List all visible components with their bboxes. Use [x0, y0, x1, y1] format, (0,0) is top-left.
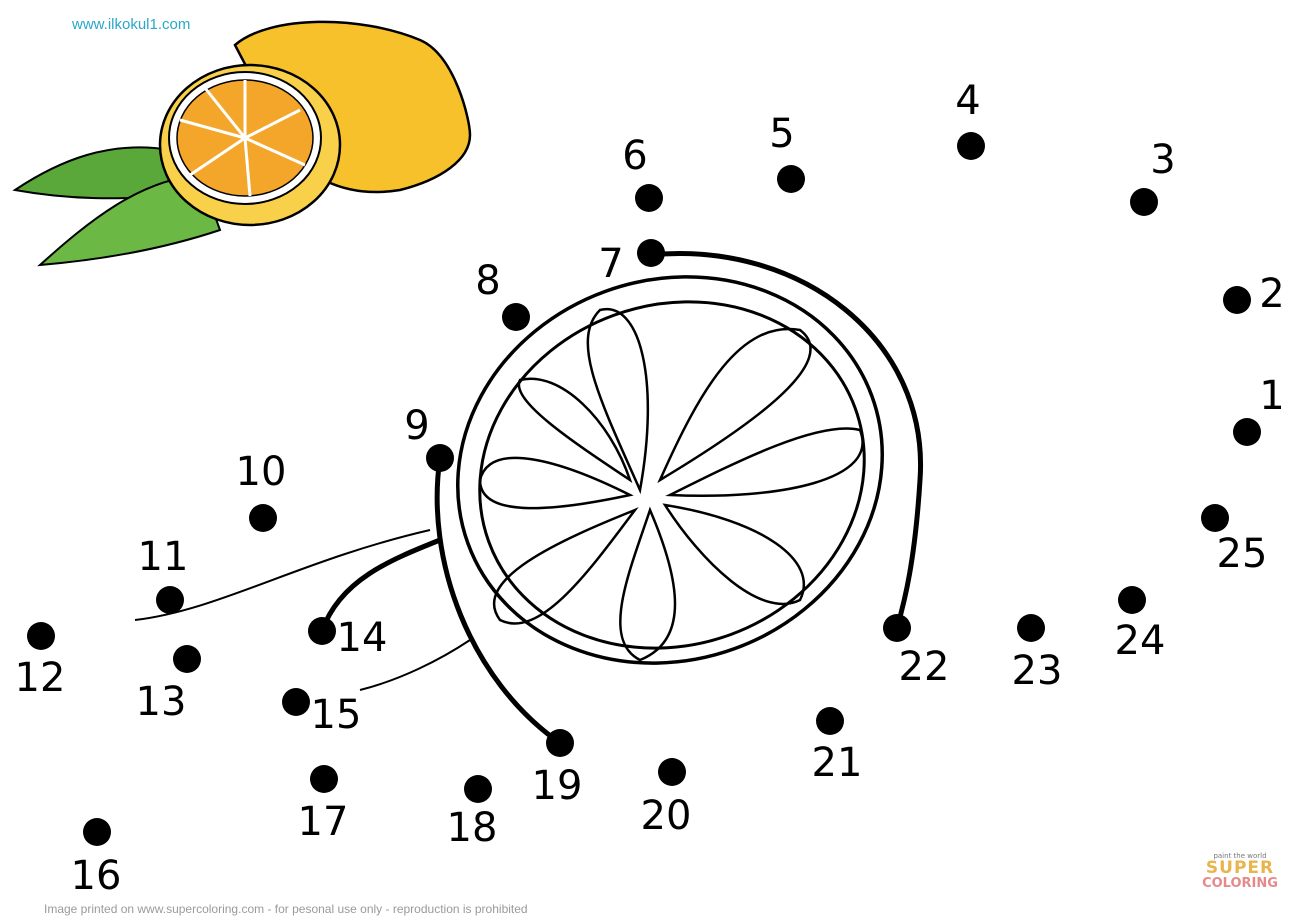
lemon-illustration [12, 20, 472, 267]
dot-label-1: 1 [1259, 373, 1284, 419]
dot-label-19: 19 [532, 763, 583, 809]
dot-label-3: 3 [1150, 137, 1175, 183]
dot-label-24: 24 [1115, 618, 1166, 664]
dot-7 [637, 239, 665, 267]
dot-24 [1118, 586, 1146, 614]
dot-18 [464, 775, 492, 803]
dot-label-7: 7 [598, 241, 623, 287]
dot-22 [883, 614, 911, 642]
dot-16 [83, 818, 111, 846]
site-url: www.ilkokul1.com [72, 16, 191, 33]
dot-4 [957, 132, 985, 160]
dot-label-9: 9 [404, 403, 429, 449]
dot-label-10: 10 [236, 449, 287, 495]
dot-12 [27, 622, 55, 650]
dot-11 [156, 586, 184, 614]
dot-17 [310, 765, 338, 793]
dot-14 [308, 617, 336, 645]
dot-9 [426, 444, 454, 472]
dot-label-14: 14 [337, 615, 388, 661]
footer-notice: Image printed on www.supercoloring.com -… [44, 902, 528, 916]
logo-line1: SUPER [1205, 858, 1275, 878]
dot-label-2: 2 [1259, 271, 1284, 317]
dot-23 [1017, 614, 1045, 642]
dot-label-5: 5 [769, 111, 794, 157]
dot-label-12: 12 [15, 655, 66, 701]
dot-2 [1223, 286, 1251, 314]
dot-label-4: 4 [955, 78, 980, 124]
dot-20 [658, 758, 686, 786]
dot-label-11: 11 [138, 534, 189, 580]
dot-label-15: 15 [311, 692, 362, 738]
dot-label-18: 18 [447, 805, 498, 851]
dot-21 [816, 707, 844, 735]
dot-8 [502, 303, 530, 331]
dot-19 [546, 729, 574, 757]
supercoloring-logo: paint the world SUPER COLORING [1198, 852, 1282, 891]
dot-label-20: 20 [641, 793, 692, 839]
dot-label-23: 23 [1012, 648, 1063, 694]
logo-tagline: paint the world [1213, 852, 1267, 860]
dot-label-6: 6 [622, 133, 647, 179]
dot-label-16: 16 [71, 853, 122, 899]
dot-10 [249, 504, 277, 532]
dot-5 [777, 165, 805, 193]
dot-6 [635, 184, 663, 212]
dot-label-8: 8 [475, 258, 500, 304]
dot-3 [1130, 188, 1158, 216]
dot-label-25: 25 [1217, 531, 1268, 577]
dot-13 [173, 645, 201, 673]
logo-line2: COLORING [1202, 876, 1278, 891]
dot-label-17: 17 [298, 799, 349, 845]
lemon-slice-outline [134, 251, 924, 746]
dot-label-22: 22 [899, 644, 950, 690]
dot-label-13: 13 [136, 679, 187, 725]
dot-1 [1233, 418, 1261, 446]
dot-25 [1201, 504, 1229, 532]
dot-15 [282, 688, 310, 716]
dot-label-21: 21 [812, 740, 863, 786]
